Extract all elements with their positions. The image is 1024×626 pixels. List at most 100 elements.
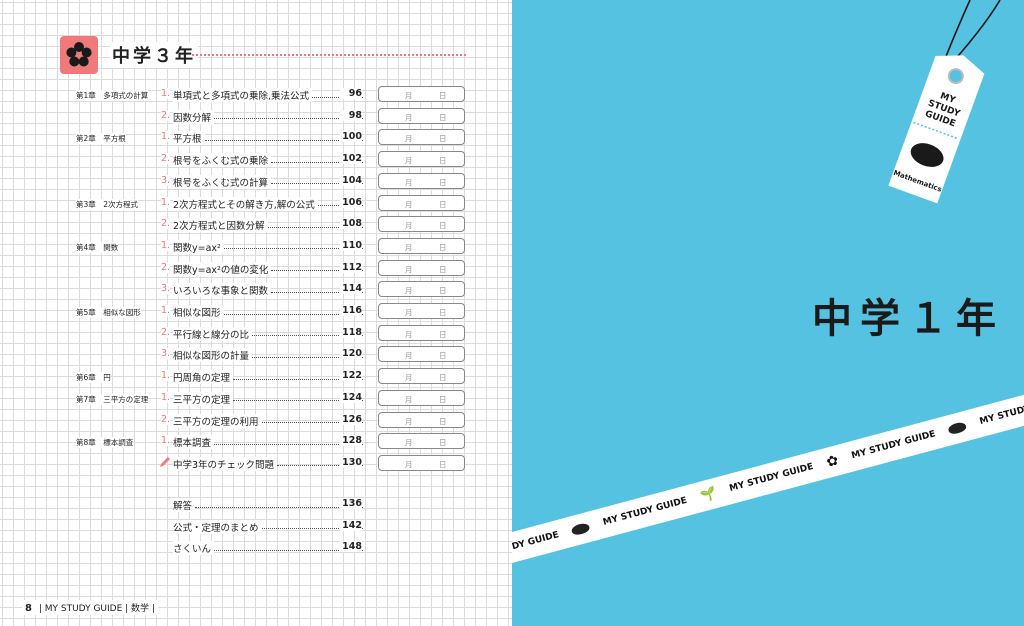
- dot-leader: [267, 226, 363, 228]
- toc-entry[interactable]: いろいろな事象と関数: [173, 283, 363, 298]
- ribbon-text: MY STUDY GUIDE: [978, 395, 1024, 427]
- date-box[interactable]: 月 日: [378, 237, 465, 254]
- dot-leader: [277, 465, 363, 467]
- grade-title: 中学３年: [110, 42, 198, 68]
- grade-header: 中学３年: [60, 36, 468, 74]
- toc-entry[interactable]: 根号をふくむ式の計算: [173, 174, 363, 189]
- toc-entry[interactable]: 因数分解: [173, 109, 363, 124]
- chapter-label: 第4章 関数: [76, 241, 119, 253]
- dot-leader: [214, 118, 363, 120]
- date-box[interactable]: 月 日: [378, 86, 465, 102]
- date-box[interactable]: 月 日: [378, 194, 465, 211]
- date-box[interactable]: 月 日: [378, 216, 465, 233]
- section-title: 2次方程式とその解き方,解の公式: [173, 196, 318, 211]
- dot-leader: [233, 378, 363, 380]
- toc-entry[interactable]: 中学3年のチェック問題: [173, 456, 363, 471]
- date-box[interactable]: 月 日: [378, 433, 465, 450]
- date-box[interactable]: 月 日: [378, 303, 465, 319]
- section-title: 平方根: [173, 131, 205, 146]
- section-title: 根号をふくむ式の計算: [173, 174, 272, 189]
- toc-entry[interactable]: 平方根: [173, 131, 363, 146]
- date-box[interactable]: 月 日: [378, 368, 465, 385]
- day-label: 日: [439, 459, 447, 469]
- toc-row: 3. 根号をふくむ式の計算 104 月 日: [70, 172, 470, 193]
- month-label: 月: [405, 394, 413, 404]
- month-label: 月: [405, 459, 413, 469]
- toc-entry[interactable]: 三平方の定理: [173, 391, 363, 406]
- date-box[interactable]: 月 日: [378, 454, 465, 471]
- toc-entry[interactable]: 2次方程式と因数分解: [173, 218, 363, 233]
- chapter-label: 第6章 円: [76, 372, 111, 384]
- day-label: 日: [439, 264, 447, 274]
- section-title: 相似な図形の計量: [173, 348, 253, 363]
- section-number: 3.: [161, 174, 171, 186]
- toc-row: 3. 相似な図形の計量 120 月 日: [70, 346, 470, 366]
- dot-leader: [223, 313, 363, 315]
- date-box[interactable]: 月 日: [378, 129, 465, 146]
- date-box[interactable]: 月 日: [378, 107, 465, 124]
- toc-entry[interactable]: 関数y=ax²: [173, 239, 363, 254]
- day-label: 日: [439, 134, 447, 144]
- toc-entry[interactable]: 単項式と多項式の乗除,乗法公式: [173, 88, 363, 102]
- date-box[interactable]: 月 日: [378, 389, 465, 406]
- month-label: 月: [405, 286, 413, 296]
- month-label: 月: [405, 329, 413, 339]
- dot-leader: [271, 183, 363, 185]
- date-box[interactable]: 月 日: [378, 259, 465, 276]
- page-number: 148: [340, 541, 362, 553]
- day-label: 日: [439, 199, 447, 209]
- toc-row: 2. 因数分解 98 月 日: [70, 107, 470, 128]
- toc-entry[interactable]: 相似な図形の計量: [173, 348, 363, 363]
- month-label: 月: [405, 264, 413, 274]
- dotted-divider: [192, 54, 466, 56]
- chapter-label: 第2章 平方根: [76, 133, 126, 145]
- date-box[interactable]: 月 日: [378, 346, 465, 363]
- toc-entry[interactable]: 平行線と線分の比: [173, 326, 363, 341]
- toc-entry[interactable]: さくいん: [173, 541, 363, 556]
- ribbon-banner: UDY GUIDE MY STUDY GUIDE 🌱 MY STUDY GUID…: [512, 379, 1024, 569]
- toc-entry[interactable]: 三平方の定理の利用: [173, 413, 363, 428]
- toc-row: 中学3年のチェック問題 130 月 日: [70, 454, 470, 475]
- day-label: 日: [439, 416, 447, 426]
- section-title: 公式・定理のまとめ: [173, 519, 262, 534]
- section-title: 解答: [173, 498, 196, 512]
- month-label: 月: [405, 134, 413, 144]
- month-label: 月: [405, 308, 413, 317]
- page-number: 128: [340, 435, 362, 447]
- footer-text: | MY STUDY GUIDE | 数学 |: [38, 604, 155, 614]
- section-number: 2.: [161, 109, 171, 121]
- extra-row: さくいん 148: [70, 539, 470, 559]
- date-box[interactable]: 月 日: [378, 172, 465, 189]
- cover-title: 中学１年: [812, 296, 1004, 342]
- dot-leader: [312, 96, 363, 98]
- date-box[interactable]: 月 日: [378, 151, 465, 168]
- toc-entry[interactable]: 2次方程式とその解き方,解の公式: [173, 196, 363, 211]
- day-label: 日: [439, 91, 447, 100]
- section-title: 単項式と多項式の乗除,乗法公式: [173, 88, 313, 102]
- date-box[interactable]: 月 日: [378, 411, 465, 428]
- section-title: 標本調査: [173, 435, 215, 450]
- month-label: 月: [405, 351, 413, 361]
- toc-entry[interactable]: 円周角の定理: [173, 370, 363, 385]
- toc-entry[interactable]: 根号をふくむ式の乗除: [173, 153, 363, 168]
- month-label: 月: [405, 373, 413, 383]
- page-number: 120: [340, 348, 362, 360]
- dot-leader: [252, 356, 363, 358]
- toc-row: 3. いろいろな事象と関数 114 月 日: [70, 281, 470, 301]
- dot-leader: [204, 139, 363, 141]
- toc-entry[interactable]: 関数y=ax²の値の変化: [173, 261, 363, 276]
- section-title: 相似な図形: [173, 305, 224, 319]
- toc-entry[interactable]: 標本調査: [173, 435, 363, 450]
- toc-entry[interactable]: 相似な図形: [173, 305, 363, 319]
- section-title: 中学3年のチェック問題: [173, 456, 278, 471]
- month-label: 月: [405, 221, 413, 231]
- date-box[interactable]: 月 日: [378, 281, 465, 298]
- toc-row: 2. 根号をふくむ式の乗除 102 月 日: [70, 151, 470, 171]
- date-box[interactable]: 月 日: [378, 324, 465, 341]
- toc-entry[interactable]: 解答: [173, 498, 363, 512]
- toc-entry[interactable]: 公式・定理のまとめ: [173, 519, 363, 534]
- month-label: 月: [405, 112, 413, 122]
